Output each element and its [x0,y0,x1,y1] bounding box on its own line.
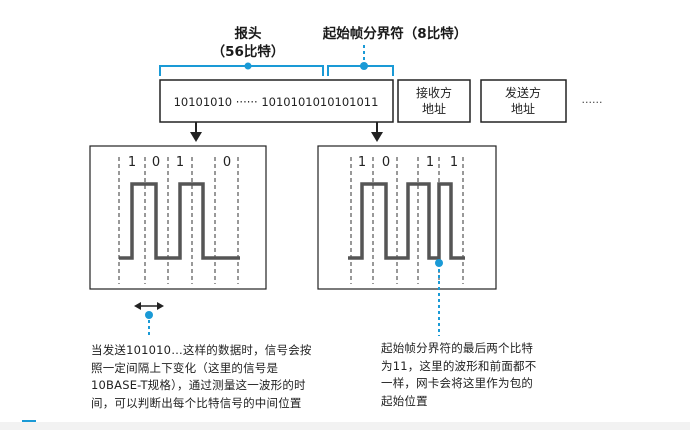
src-addr-line2: 地址 [511,102,535,116]
right-bit-0: 1 [358,155,366,170]
frame-bits-box [159,79,394,123]
src-addr-line1: 发送方 [505,85,541,100]
right-caption-line: 为11，这里的波形和前面都不 [381,358,537,373]
frame-ellipsis: ······ [582,96,603,109]
left-caption: 当发送101010…这样的数据时，信号会按 照一定间隔上下变化（这里的信号是 1… [91,342,391,412]
left-bit-0: 1 [128,155,136,170]
right-caption-line: 一样，网卡会将这里作为包的 [381,376,534,390]
sfd-wave-dot [435,259,443,267]
dest-addr-line1: 接收方 [416,85,452,100]
left-waveform [119,182,240,260]
sfd-brace-dot [360,62,368,70]
left-bit-1: 0 [152,155,160,170]
left-caption-line: 当发送101010…这样的数据时，信号会按 [91,343,312,357]
measure-arrow-right [157,302,164,310]
right-bit-3: 1 [450,155,458,170]
right-caption: 起始帧分界符的最后两个比特 为11，这里的波形和前面都不 一样，网卡会将这里作为… [381,340,601,410]
src-addr-box [480,79,567,123]
left-bit-2: 1 [176,155,184,170]
frame-bits: 10101010 ······ 1010101010101011 [174,95,379,109]
right-caption-line: 起始位置 [381,393,428,408]
left-caption-line: 10BASE-T规格），通过测量这一波形的时 [91,378,306,392]
right-caption-line: 起始帧分界符的最后两个比特 [381,341,534,355]
header-brace [159,65,324,76]
left-caption-line: 照一定间隔上下变化（这里的信号是 [91,360,279,375]
left-wave-guides [118,157,239,284]
right-arrow-head [371,132,383,142]
left-arrow-head [190,132,202,142]
bottom-strip [0,422,690,430]
right-waveform [348,182,465,260]
sfd-label: 起始帧分界符（8比特） [322,25,467,42]
right-bit-2: 1 [426,155,434,170]
header-brace-dot [244,62,252,70]
left-bit-3: 0 [223,155,231,170]
left-caption-line: 间，可以判断出每个比特信号的中间位置 [91,395,302,410]
header-label-line2: （56比特） [212,43,285,60]
measure-arrow-left [134,302,141,310]
right-bit-1: 0 [382,155,390,170]
dest-addr-line2: 地址 [422,102,446,116]
dest-addr-box [397,79,471,123]
measure-dot [145,311,153,319]
header-label-line1: 报头 [235,25,262,42]
